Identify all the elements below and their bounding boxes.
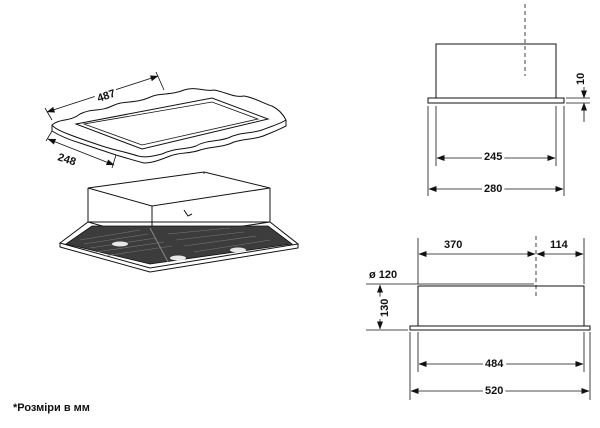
decorative-frame-drawing	[51, 88, 287, 164]
dimension-label-130: 130	[379, 299, 391, 317]
dimension-280: 280	[427, 106, 565, 196]
dimension-245: 245	[435, 106, 557, 166]
dimension-114: 114	[536, 238, 585, 284]
dimension-484: 484	[417, 332, 585, 372]
dimension-label-114: 114	[550, 239, 569, 251]
hood-body-drawing	[58, 171, 300, 273]
dimension-248: 248	[45, 130, 117, 170]
dimension-label-520: 520	[485, 385, 503, 397]
dimension-label-245: 245	[484, 151, 502, 163]
dimension-130: 130	[366, 284, 408, 331]
dimension-10: 10	[566, 70, 590, 122]
dimension-120: ø 120	[366, 269, 534, 285]
dimension-label-280: 280	[484, 183, 502, 195]
dimension-370: 370	[417, 238, 536, 284]
dimension-520: 520	[409, 332, 591, 400]
dimension-label-370: 370	[444, 239, 462, 251]
dimension-487: 487	[44, 71, 165, 121]
front-view-drawing	[409, 236, 591, 331]
dimension-label-487: 487	[96, 88, 117, 105]
side-view-drawing	[427, 4, 565, 104]
dimension-label-120: ø 120	[369, 269, 397, 281]
dimension-label-10: 10	[575, 73, 587, 85]
dimension-label-484: 484	[485, 358, 504, 370]
dimension-label-248: 248	[56, 151, 77, 168]
footnote: *Розміри в мм	[13, 402, 90, 414]
